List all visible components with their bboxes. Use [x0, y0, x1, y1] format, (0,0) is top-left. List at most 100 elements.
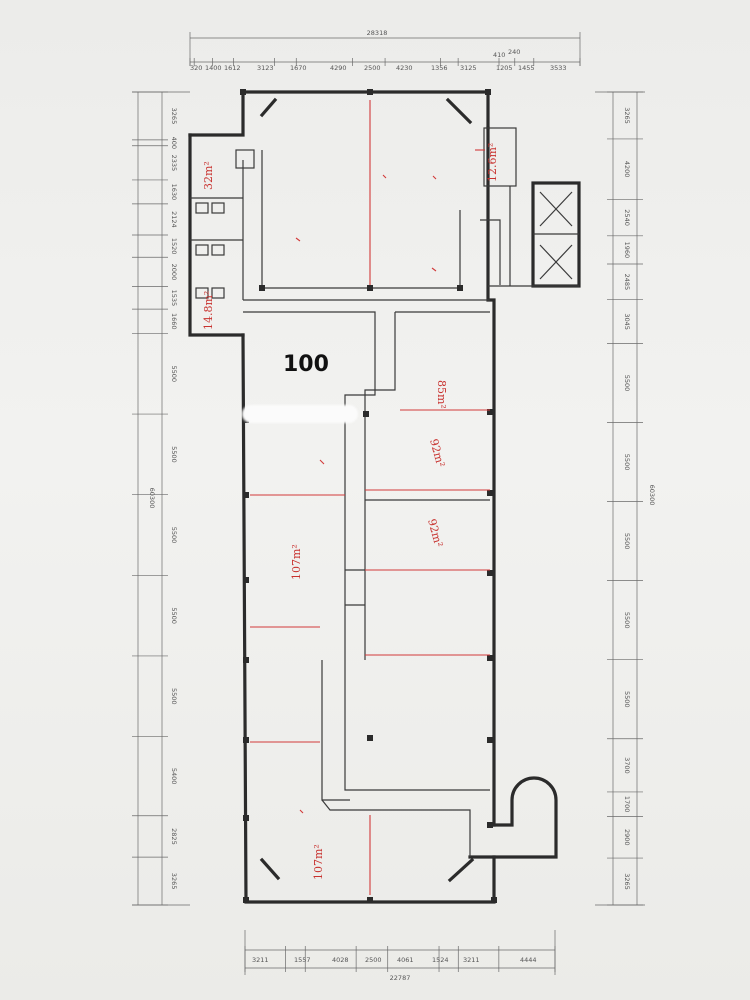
- right-dim-label: 5500: [623, 612, 631, 629]
- top-dim-12: 1455: [518, 64, 535, 72]
- top-dim-4: 3123: [257, 64, 274, 72]
- right-dim-label: 5500: [623, 691, 631, 708]
- column-marker: [487, 822, 493, 828]
- bottom-dim-3: 4028: [332, 956, 349, 964]
- top-dim-10: 3125: [460, 64, 477, 72]
- overall-width-top: 28318: [367, 29, 388, 37]
- ne-small-room-area-note: 12.6m²: [486, 143, 499, 182]
- right-dim-label: 5500: [623, 375, 631, 392]
- bottom-dim-5: 4061: [397, 956, 414, 964]
- left-dim-label: 2124: [170, 211, 178, 228]
- right-dim-label: 5500: [623, 533, 631, 550]
- west-room-area-note: 107m²: [290, 544, 303, 580]
- column-marker: [485, 89, 491, 95]
- right-dim-label: 3700: [623, 757, 631, 774]
- column-marker: [367, 285, 373, 291]
- top-dim-11: 1205: [496, 64, 513, 72]
- right-dim-label: 3265: [623, 873, 631, 890]
- top-dim-9: 1356: [431, 64, 448, 72]
- redaction-blur: [242, 405, 358, 423]
- top-dim-8: 4230: [396, 64, 413, 72]
- bottom-dimension-chain: 3211 1557 4028 2500 4061 1524 3211 4444 …: [244, 930, 556, 982]
- left-dimension-chain: 60300 3265 400 2335 1630 2124 1520 2000 1535 166…: [132, 91, 190, 906]
- room-number-label: 100: [283, 352, 329, 377]
- bottom-dim-4: 2500: [365, 956, 382, 964]
- top-dim-1: 320: [190, 64, 202, 72]
- column-marker: [367, 897, 373, 903]
- overall-width-bottom: 22787: [390, 974, 411, 982]
- left-dim-label: 2000: [170, 264, 178, 281]
- sw-small-room-area-note: 14.8m²: [202, 291, 215, 330]
- column-marker: [243, 577, 249, 583]
- right-dim-label: 4200: [623, 161, 631, 178]
- left-dim-label: 1520: [170, 238, 178, 255]
- left-dim-label: 3265: [170, 108, 178, 125]
- top-dim-6: 4290: [330, 64, 347, 72]
- left-dim-label: 1535: [170, 290, 178, 307]
- column-marker: [457, 285, 463, 291]
- top-dim-13: 3533: [550, 64, 567, 72]
- right-dim-label: 2540: [623, 209, 631, 226]
- east-room-2-area-note: 92m²: [427, 437, 447, 468]
- structural-columns: [240, 89, 497, 903]
- column-marker: [240, 89, 246, 95]
- left-dim-label: 5500: [170, 365, 178, 382]
- overall-height-right: 60300: [648, 485, 656, 506]
- right-dim-label: 5500: [623, 454, 631, 471]
- right-dim-label: 3045: [623, 313, 631, 330]
- right-dim-label: 1960: [623, 242, 631, 259]
- bottom-dim-8: 4444: [520, 956, 537, 964]
- column-marker: [367, 735, 373, 741]
- bottom-dim-1: 3211: [252, 956, 269, 964]
- column-marker: [243, 657, 249, 663]
- bottom-dim-2: 1557: [294, 956, 311, 964]
- overall-height-left: 60300: [148, 488, 156, 509]
- right-dim-label: 2485: [623, 274, 631, 291]
- column-marker: [363, 411, 369, 417]
- column-marker: [243, 492, 249, 498]
- east-room-1-area-note: 85m²: [435, 380, 448, 409]
- right-dim-label: 3265: [623, 107, 631, 124]
- column-marker: [367, 89, 373, 95]
- top-dim-2: 1400: [205, 64, 222, 72]
- left-dim-label: 400: [170, 137, 178, 149]
- column-marker: [487, 655, 493, 661]
- top-small-dim-2: 240: [508, 48, 520, 56]
- bottom-dim-7: 3211: [463, 956, 480, 964]
- left-dim-label: 3265: [170, 873, 178, 890]
- left-dim-label: 5500: [170, 607, 178, 624]
- column-marker: [487, 737, 493, 743]
- column-marker: [487, 570, 493, 576]
- column-marker: [243, 737, 249, 743]
- right-dim-label: 1700: [623, 796, 631, 813]
- sketch-marks: [295, 174, 437, 814]
- interior-walls: [190, 149, 490, 857]
- top-dim-5: 1670: [290, 64, 307, 72]
- building-walls: [188, 90, 581, 904]
- column-marker: [487, 490, 493, 496]
- red-partition-lines: [250, 100, 490, 895]
- corner-details: [259, 97, 501, 883]
- column-marker: [243, 815, 249, 821]
- left-dim-label: 5500: [170, 446, 178, 463]
- top-dim-7: 2500: [364, 64, 381, 72]
- column-marker: [243, 897, 249, 903]
- column-marker: [487, 409, 493, 415]
- column-marker: [491, 897, 497, 903]
- bottom-dim-6: 1524: [432, 956, 449, 964]
- top-dimension-chain: 28318 410 240 320 1400 1612 3123 1670 42…: [189, 29, 581, 72]
- left-dim-label: 5500: [170, 527, 178, 544]
- left-dim-label: 5400: [170, 768, 178, 785]
- right-dimension-chain: 60300 3265 4200 2540 1960 2485 3045 5500 5500 55…: [595, 91, 656, 906]
- left-dim-label: 1630: [170, 184, 178, 201]
- left-dim-label: 5500: [170, 688, 178, 705]
- east-room-3-area-note: 92m²: [425, 517, 445, 548]
- top-dim-3: 1612: [224, 64, 241, 72]
- toilet-area-note: 32m²: [202, 161, 215, 190]
- left-dim-label: 2335: [170, 155, 178, 172]
- top-small-dim-1: 410: [493, 51, 505, 59]
- left-dim-label: 2825: [170, 828, 178, 845]
- left-dim-label: 1660: [170, 313, 178, 330]
